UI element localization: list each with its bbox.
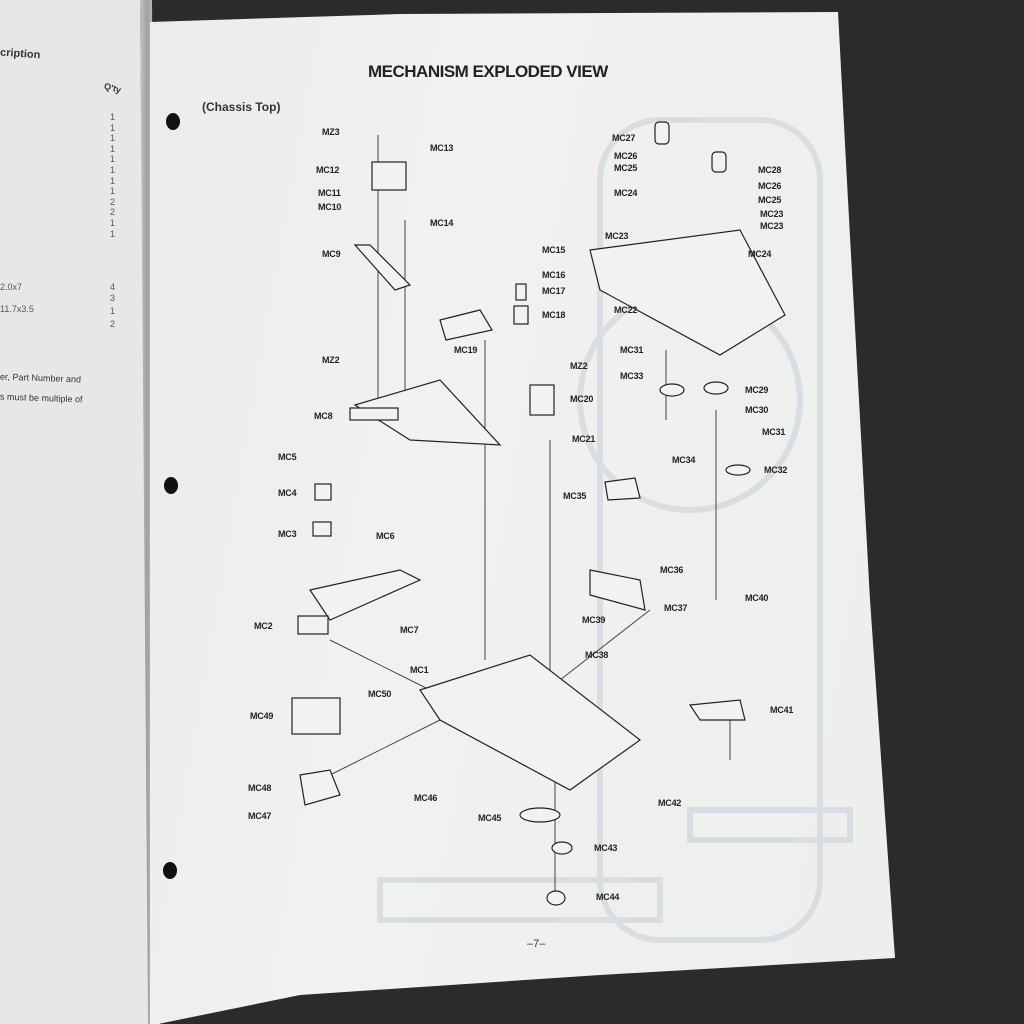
part-label: MC37 [664,603,688,613]
part-label: MC19 [454,345,478,355]
part-label: MC48 [248,783,272,793]
part-label: MC38 [585,650,609,660]
qty-value: 1 [110,133,116,144]
part-label: MC18 [542,310,566,320]
part-label: MC2 [254,621,273,631]
part-label: MC42 [658,798,682,808]
page-subtitle: (Chassis Top) [202,100,281,114]
screw-qty: 4 [110,282,116,292]
part-label: MC20 [570,394,594,404]
part-label: MC14 [430,218,454,228]
part-label: MC23 [605,231,629,241]
screw-qty: 1 [110,306,116,316]
qty-value: 1 [110,175,116,186]
part-label: MZ2 [322,355,340,365]
part-label: MC49 [250,711,274,721]
part-label: MC24 [748,249,772,259]
part-label: MC47 [248,811,272,821]
part-label: MC28 [758,165,782,175]
bleed-through-diagram [377,117,853,943]
part-label: MC13 [430,143,454,153]
part-label: MC26 [614,151,638,161]
part-label: MC27 [612,133,636,143]
part-label: MC9 [322,249,341,259]
part-label: MC1 [410,665,429,675]
part-label: MC10 [318,202,342,212]
part-label: MC25 [758,195,782,205]
part-label: MC12 [316,165,340,175]
part-label: MC40 [745,593,769,603]
screw-desc: 11.7x3.5 [0,304,34,314]
qty-value: 2 [110,196,116,207]
qty-value: 1 [110,228,116,239]
part-label: MC50 [368,689,392,699]
part-label: MC35 [563,491,587,501]
part-label: MC11 [318,188,341,198]
binder-hole [166,113,180,130]
binder-hole [164,477,178,494]
part-label: MC33 [620,371,644,381]
part-label: MC32 [764,465,788,475]
screw-qty: 3 [110,293,116,303]
part-label: MC22 [614,305,638,315]
part-label: MC24 [614,188,638,198]
part-label: MC23 [760,209,784,219]
part-label: MC5 [278,452,297,462]
part-label: MZ3 [322,127,340,137]
part-label: MC41 [770,705,794,715]
part-label: MZ2 [570,361,588,371]
screw-qty: 2 [110,319,116,329]
part-label: MC26 [758,181,782,191]
part-label: MC29 [745,385,769,395]
qty-value: 1 [110,143,116,154]
page-number: –7– [527,938,546,950]
part-label: MC15 [542,245,566,255]
part-label: MC43 [594,843,618,853]
qty-value: 1 [110,112,116,122]
part-label: MC36 [660,565,684,575]
part-label: MC6 [376,531,395,541]
binder-hole [163,862,177,879]
page-title: MECHANISM EXPLODED VIEW [368,62,608,81]
part-label: MC44 [596,892,620,902]
part-label: MC34 [672,455,696,465]
part-label: MC31 [620,345,644,355]
part-label: MC23 [760,221,784,231]
part-label: MC30 [745,405,769,415]
part-label: MC39 [582,615,606,625]
qty-value: 1 [110,122,116,133]
part-label: MC17 [542,286,566,296]
part-label: MC25 [614,163,638,173]
qty-value: 1 [110,154,116,165]
parts [291,121,786,906]
part-label: MC46 [414,793,438,803]
qty-value: 1 [110,165,116,175]
qty-value: 2 [110,207,116,218]
part-label: MC31 [762,427,786,437]
part-label: MC7 [400,625,419,635]
part-label: MC45 [478,813,502,823]
part-label: MC16 [542,270,566,280]
part-label: MC8 [314,411,333,421]
part-label: MC4 [278,488,297,498]
part-label: MC3 [278,529,297,539]
qty-value: 1 [110,218,116,228]
screw-desc: 2.0x7 [0,282,23,292]
part-label: MC21 [572,434,596,444]
qty-value: 1 [110,186,116,197]
